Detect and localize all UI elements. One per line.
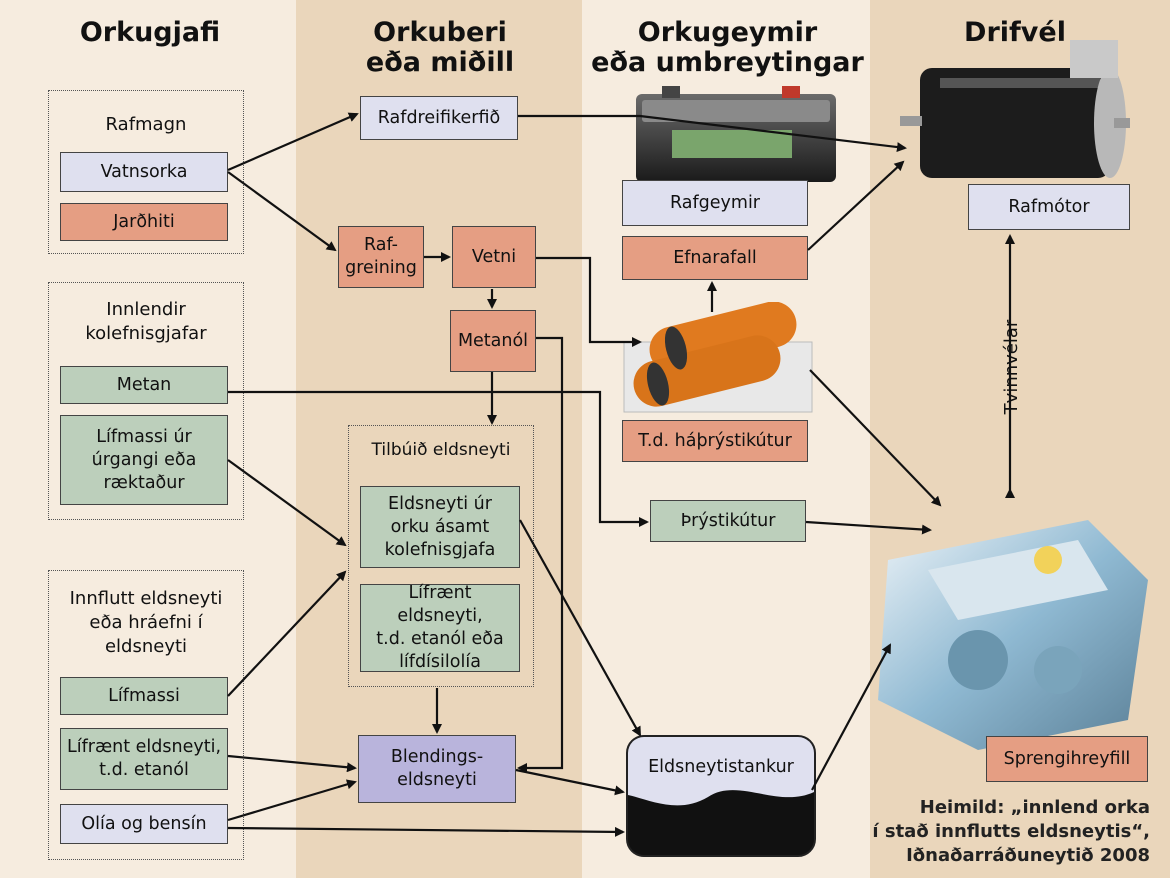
box-blendingseldsneyti: Blendings- eldsneyti: [358, 735, 516, 803]
column-title-orkugeymir-line2: eða umbreytingar: [591, 47, 864, 78]
box-vatnsorka: Vatnsorka: [60, 152, 228, 192]
box-eldsneyti-ur-orku: Eldsneyti úr orku ásamt kolefnisgjafa: [360, 486, 520, 568]
box-lifmassi-urgangi: Lífmassi úr úrgangi eða ræktaður: [60, 415, 228, 505]
arrow-lifmassi-tilbuid: [227, 570, 347, 697]
box-vetni: Vetni: [452, 226, 536, 288]
column-title-orkuberi-line2: eða miðill: [365, 47, 515, 78]
box-lifraent-etanol: Lífrænt eldsneyti, t.d. etanól: [60, 728, 228, 790]
group-label-innlendir: Innlendir kolefnisgjafar: [48, 298, 244, 346]
column-title-drifvel: Drifvél: [964, 17, 1066, 48]
box-efnarafall: Efnarafall: [622, 236, 808, 280]
fuel-tank-label: Eldsneytistankur: [648, 757, 794, 777]
box-rafgeymir: Rafgeymir: [622, 180, 808, 226]
box-rafgreining: Raf- greining: [338, 226, 424, 288]
group-label-innflutt-line1: Innflutt eldsneyti: [69, 588, 223, 609]
group-label-tilbuid: Tilbúið eldsneyti: [371, 440, 511, 460]
box-jardhiti: Jarðhiti: [60, 203, 228, 241]
column-title-orkugeymir-line1: Orkugeymir: [637, 17, 818, 48]
box-olia-bensin: Olía og bensín: [60, 804, 228, 844]
arrow-tank-engine: [809, 369, 942, 507]
arrow-blendings-eldsneytistankur: [515, 768, 625, 796]
box-lifraent-disel-line2: t.d. etanól eða: [376, 629, 504, 649]
arrow-metan-prystikutur: [228, 390, 649, 527]
source-line1: Heimild: „innlend orka: [919, 797, 1150, 818]
fuel-tank: Eldsneytistankur: [626, 735, 816, 857]
group-tilbuid: [348, 425, 534, 687]
group-label-innlendir-line2: kolefnisgjafar: [85, 323, 207, 344]
source-line3: Iðnaðarráðuneytið 2008: [906, 845, 1150, 866]
box-lifraent-disel-line1: Lífrænt eldsneyti,: [397, 583, 483, 626]
arrow-olia-eldsneytistankur: [227, 826, 625, 837]
battery-image: [636, 86, 836, 182]
box-eldsneyti-ur-orku-line2: orku ásamt: [390, 516, 490, 537]
arrow-vatnsorka-rafgreining: [227, 171, 337, 252]
arrow-metanol-blendings: [517, 336, 564, 773]
arrow-lifraent-blendings: [227, 754, 357, 773]
column-title-orkuberi-line1: Orkuberi: [373, 17, 507, 48]
group-label-innflutt-line2: eða hráefni í: [89, 612, 203, 633]
arrow-vetni-tank: [536, 256, 642, 347]
box-eldsneyti-ur-orku-line1: Eldsneyti úr: [388, 493, 492, 514]
box-lifmassi-urgangi-line3: ræktaður: [103, 472, 185, 493]
box-lifmassi-urgangi-line2: úrgangi eða: [91, 449, 197, 470]
box-lifraent-etanol-line1: Lífrænt eldsneyti,: [66, 737, 222, 757]
arrow-prystikutur-engine: [805, 520, 932, 535]
box-rafgreining-line1: Raf-: [363, 235, 399, 255]
electric-motor-image: [900, 40, 1130, 178]
box-lifmassi: Lífmassi: [60, 677, 228, 715]
box-rafdreifikerfid: Rafdreifikerfið: [360, 96, 518, 140]
box-metan: Metan: [60, 366, 228, 404]
column-title-orkugeymir: Orkugeymir eða umbreytingar: [590, 18, 865, 78]
group-label-rafmagn: Rafmagn: [105, 114, 187, 135]
box-blendingseldsneyti-line2: eldsneyti: [397, 770, 477, 790]
arrow-eldsneytistankur-engine: [811, 643, 891, 791]
box-lifraent-disel: Lífrænt eldsneyti, t.d. etanól eða lífdí…: [360, 583, 520, 672]
pressure-tank-image: [623, 302, 813, 413]
box-lifraent-disel-line3: lífdísilolía: [399, 652, 481, 672]
group-label-innlendir-line1: Innlendir: [106, 299, 186, 320]
group-label-innflutt-line3: eldsneyti: [104, 636, 188, 657]
box-prystikutur: Þrýstikútur: [650, 500, 806, 542]
group-innlendir: [48, 282, 244, 520]
box-rafgreining-line2: greining: [345, 258, 417, 278]
arrow-vatnsorka-rafdreifikerfid: [227, 112, 359, 172]
arrow-olia-blendings: [227, 779, 357, 822]
source-line2: í stað innflutts eldsneytis“,: [872, 821, 1150, 842]
box-sprengihreyfill: Sprengihreyfill: [986, 736, 1148, 782]
box-eldsneyti-ur-orku-line3: kolefnisgjafa: [384, 539, 496, 560]
fuel-tank-fill: [628, 737, 814, 806]
group-innflutt: [48, 570, 244, 860]
arrow-lifmassi-urgangi-tilbuid: [227, 459, 347, 547]
box-rafmotor: Rafmótor: [968, 184, 1130, 230]
box-haprystikutur: T.d. háþrýstikútur: [622, 420, 808, 462]
column-title-orkugjafi: Orkugjafi: [79, 17, 221, 48]
source-citation: Heimild: „innlend orka í stað innflutts …: [840, 796, 1150, 868]
arrow-rafdreifikerfid-rafmotor: [518, 114, 907, 153]
column-title-orkuberi: Orkuberi eða miðill: [320, 18, 560, 78]
box-metanol: Metanól: [450, 310, 536, 372]
group-label-innflutt: Innflutt eldsneyti eða hráefni í eldsney…: [48, 587, 244, 659]
arrow-efnarafall-rafmotor: [807, 160, 905, 251]
box-blendingseldsneyti-line1: Blendings-: [390, 747, 484, 767]
group-rafmagn: [48, 90, 244, 254]
combustion-engine-image: [878, 520, 1148, 750]
arrow-eldsneyti-eldsneytistankur: [519, 519, 641, 737]
box-lifraent-etanol-line2: t.d. etanól: [99, 760, 189, 780]
box-lifmassi-urgangi-line1: Lífmassi úr: [96, 426, 192, 447]
